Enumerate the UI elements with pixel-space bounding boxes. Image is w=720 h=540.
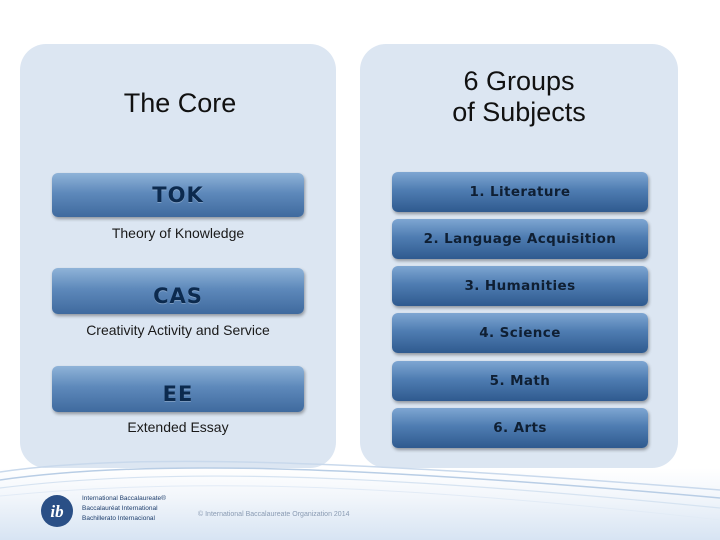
core-title: The Core	[123, 88, 237, 118]
cas-label: CAS	[153, 284, 203, 308]
groups-title-line1: 6 Groups	[463, 66, 575, 96]
ee-label: EE	[162, 382, 194, 406]
ee-box: EE	[52, 366, 304, 412]
tok-description: Theory of Knowledge	[111, 225, 245, 241]
subject-arts: 6. Arts	[392, 408, 648, 448]
footer-swoosh	[0, 460, 720, 521]
groups-title-line2: of Subjects	[452, 97, 586, 128]
ib-org-line2: Baccalauréat International	[82, 505, 158, 512]
copyright-text: © International Baccalaureate Organizati…	[198, 511, 350, 518]
cas-description: Creativity Activity and Service	[86, 322, 270, 338]
subject-literature: 1. Literature	[392, 172, 648, 212]
cas-box: CAS	[52, 268, 304, 314]
subject-language-acquisition: 2. Language Acquisition	[392, 219, 648, 259]
subject-humanities: 3. Humanities	[392, 266, 648, 306]
groups-title: 6 Groups of Subjects	[360, 66, 678, 128]
ib-org-line1: International Baccalaureate®	[82, 495, 166, 502]
tok-box: TOK	[52, 173, 304, 217]
tok-label: TOK	[152, 183, 204, 207]
ib-logo-text: ib	[50, 502, 63, 521]
ee-description: Extended Essay	[127, 419, 229, 435]
subject-math: 5. Math	[392, 361, 648, 401]
subject-science: 4. Science	[392, 313, 648, 353]
ib-org-line3: Bachillerato Internacional	[82, 515, 155, 522]
ib-logo-icon: ib	[41, 495, 73, 527]
